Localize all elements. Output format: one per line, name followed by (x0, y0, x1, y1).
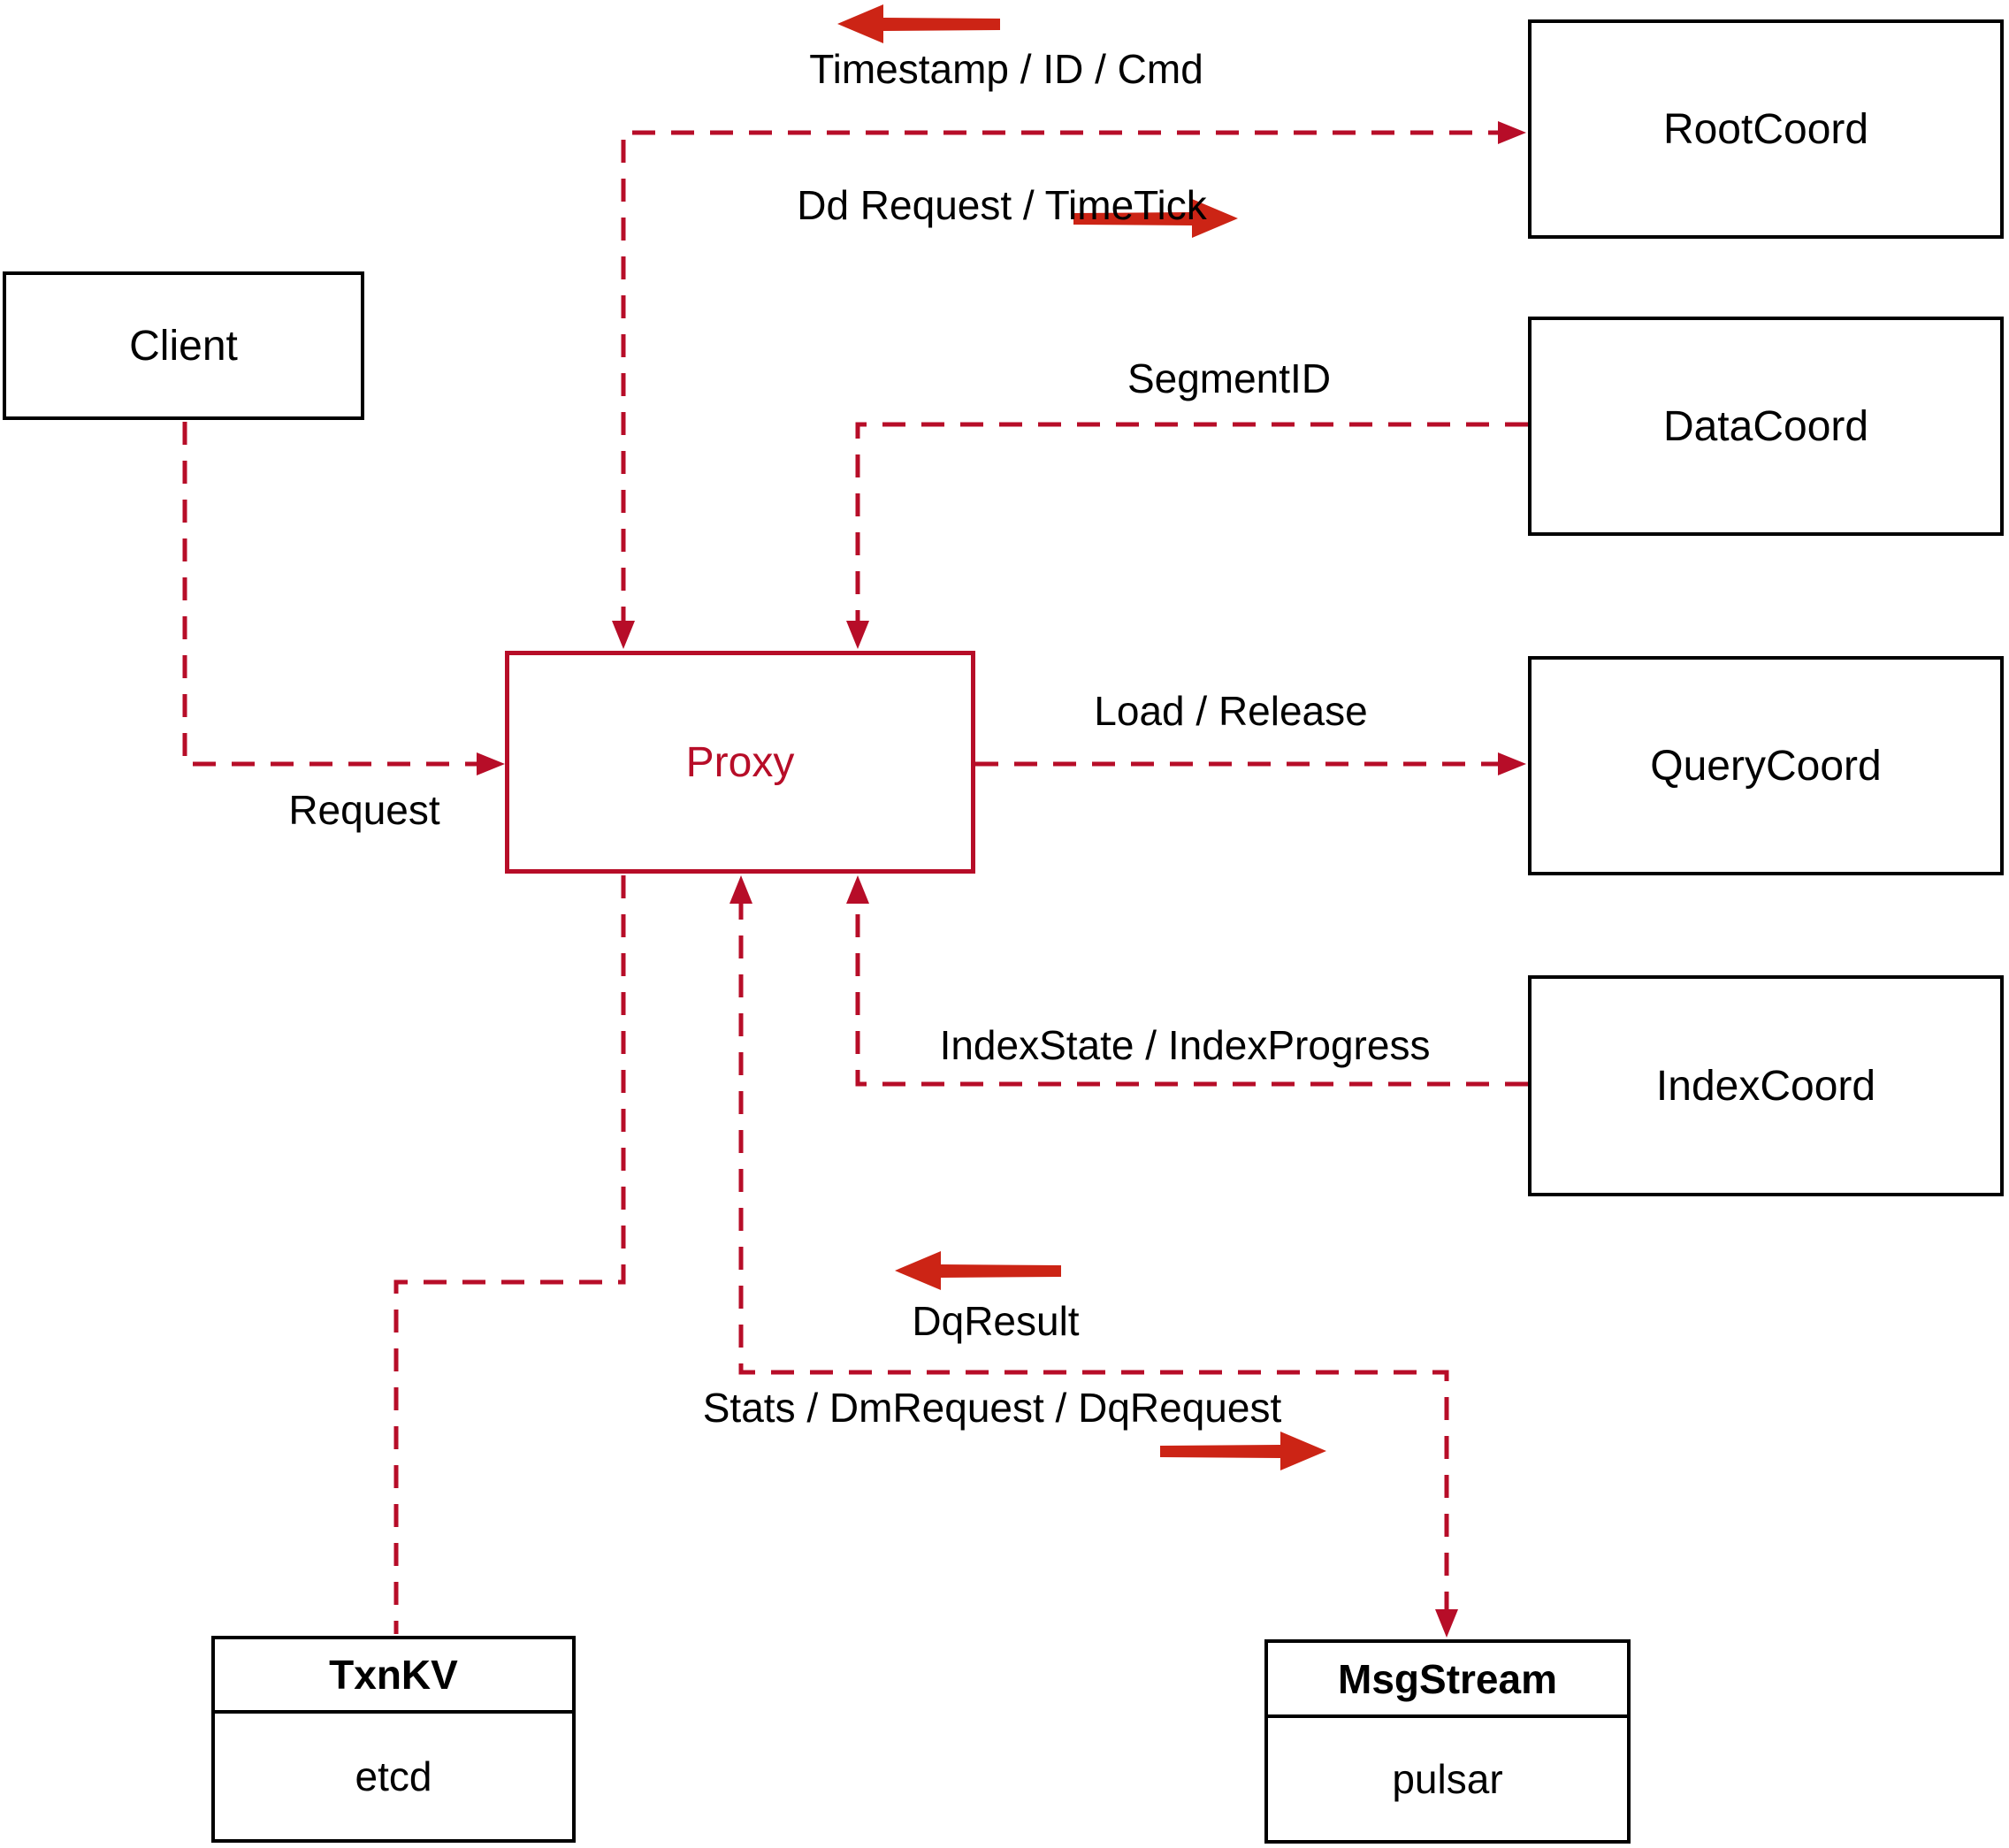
edge-datacoord-proxy (855, 422, 1528, 630)
arrowhead-into-querycoord (1498, 752, 1526, 775)
edge-label-timestamp-id-cmd: Timestamp / ID / Cmd (809, 46, 1203, 92)
arrowhead-into-proxy-top-right (846, 621, 869, 649)
node-txnkv: TxnKV etcd (211, 1636, 576, 1843)
direction-arrow-right-ddrequest (1073, 199, 1238, 238)
node-client: Client (3, 271, 364, 420)
arrowhead-into-rootcoord (1498, 121, 1526, 144)
direction-arrow-left-timestamp (837, 4, 1000, 43)
node-msgstream: MsgStream pulsar (1264, 1639, 1631, 1844)
edge-label-dd-request-timetick: Dd Request / TimeTick (797, 182, 1207, 228)
edge-client-proxy (182, 422, 484, 767)
edge-label-stats-dm-dq: Stats / DmRequest / DqRequest (702, 1385, 1282, 1431)
direction-arrow-right-stats (1160, 1432, 1326, 1470)
edge-proxy-txnkv (393, 875, 626, 1634)
edge-label-segment-id: SegmentID (1127, 355, 1332, 401)
node-datacoord: DataCoord (1528, 317, 2004, 536)
arrowhead-into-msgstream (1435, 1609, 1458, 1638)
node-querycoord: QueryCoord (1528, 656, 2004, 875)
direction-arrow-left-dqresult (895, 1251, 1061, 1290)
node-proxy: Proxy (505, 651, 975, 874)
node-querycoord-label: QueryCoord (1650, 742, 1882, 790)
edge-label-index-state-progress: IndexState / IndexProgress (939, 1022, 1431, 1068)
edge-label-dq-result: DqResult (912, 1298, 1080, 1344)
node-rootcoord-label: RootCoord (1662, 105, 1869, 153)
node-datacoord-label: DataCoord (1662, 402, 1869, 450)
node-proxy-label: Proxy (685, 738, 795, 786)
edge-label-request: Request (288, 787, 440, 833)
arrowhead-into-proxy-bottom-right (846, 875, 869, 904)
node-indexcoord-label: IndexCoord (1655, 1062, 1876, 1110)
edge-proxy-msgstream (738, 897, 1449, 1618)
node-client-label: Client (129, 322, 238, 370)
arrowhead-into-proxy-top-left (612, 621, 635, 649)
edge-label-load-release: Load / Release (1094, 688, 1368, 734)
arrowhead-into-proxy-bottom-left (730, 875, 752, 904)
node-rootcoord: RootCoord (1528, 19, 2004, 239)
arrowhead-into-proxy-left (477, 752, 505, 775)
edge-proxy-rootcoord (621, 130, 1505, 630)
node-msgstream-title: MsgStream (1268, 1643, 1627, 1718)
node-txnkv-body: etcd (355, 1753, 432, 1799)
node-msgstream-body: pulsar (1392, 1756, 1503, 1802)
node-txnkv-title: TxnKV (215, 1639, 572, 1714)
edge-indexcoord-proxy (855, 897, 1528, 1087)
node-indexcoord: IndexCoord (1528, 975, 2004, 1196)
